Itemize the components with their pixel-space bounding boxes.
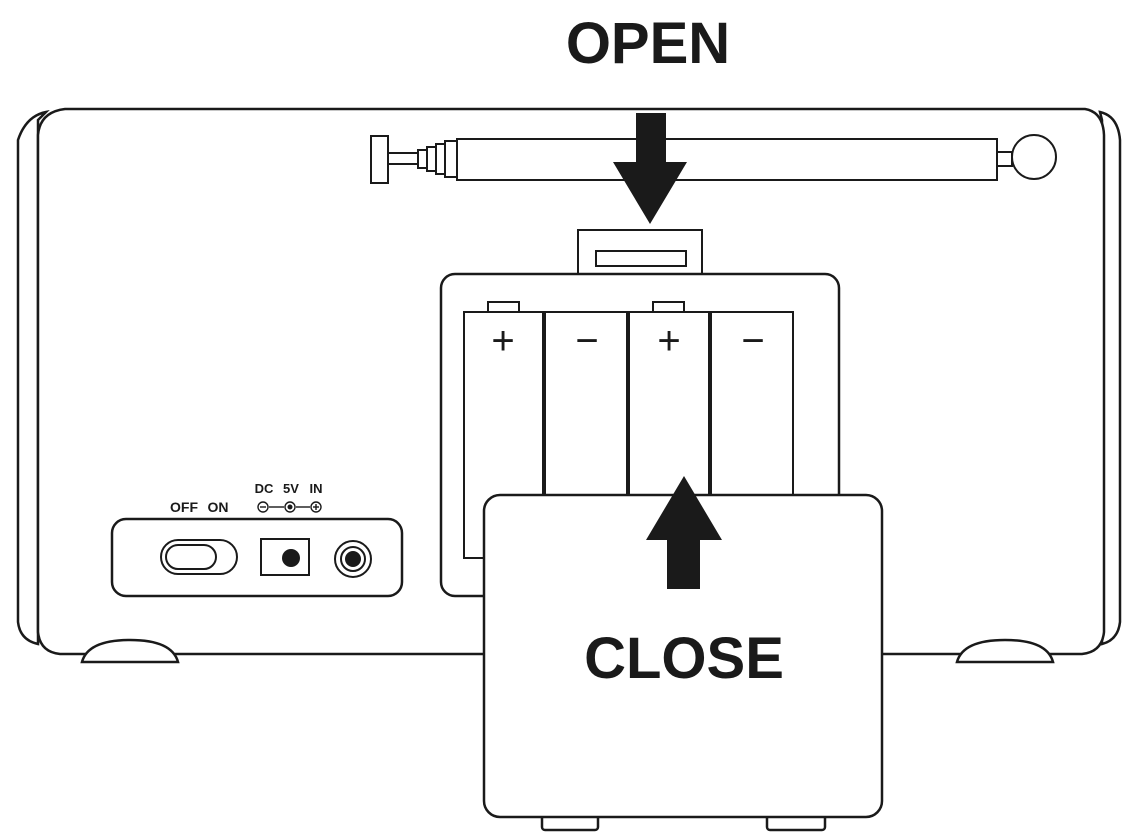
dc-polarity-symbol	[257, 501, 322, 513]
close-arrow-icon	[646, 476, 722, 589]
antenna-tip-ball	[1011, 134, 1057, 180]
battery-cover	[482, 493, 884, 832]
input-label: IN	[310, 481, 323, 496]
power-off-label: OFF	[170, 499, 198, 515]
cell-2-polarity: −	[575, 319, 598, 363]
dc-label: DC	[255, 481, 274, 496]
cell-3-polarity: +	[657, 319, 680, 363]
open-arrow-icon	[613, 113, 687, 224]
voltage-label: 5V	[283, 481, 299, 496]
power-switch-knob	[165, 544, 217, 570]
left-foot	[80, 638, 180, 664]
cell-4-polarity: −	[741, 319, 764, 363]
antenna	[370, 134, 1057, 184]
close-label: CLOSE	[584, 626, 784, 691]
open-label: OPEN	[566, 11, 730, 76]
power-on-label: ON	[208, 499, 229, 515]
right-foot	[955, 638, 1055, 664]
cell-1-polarity: +	[491, 319, 514, 363]
control-panel	[110, 517, 404, 598]
